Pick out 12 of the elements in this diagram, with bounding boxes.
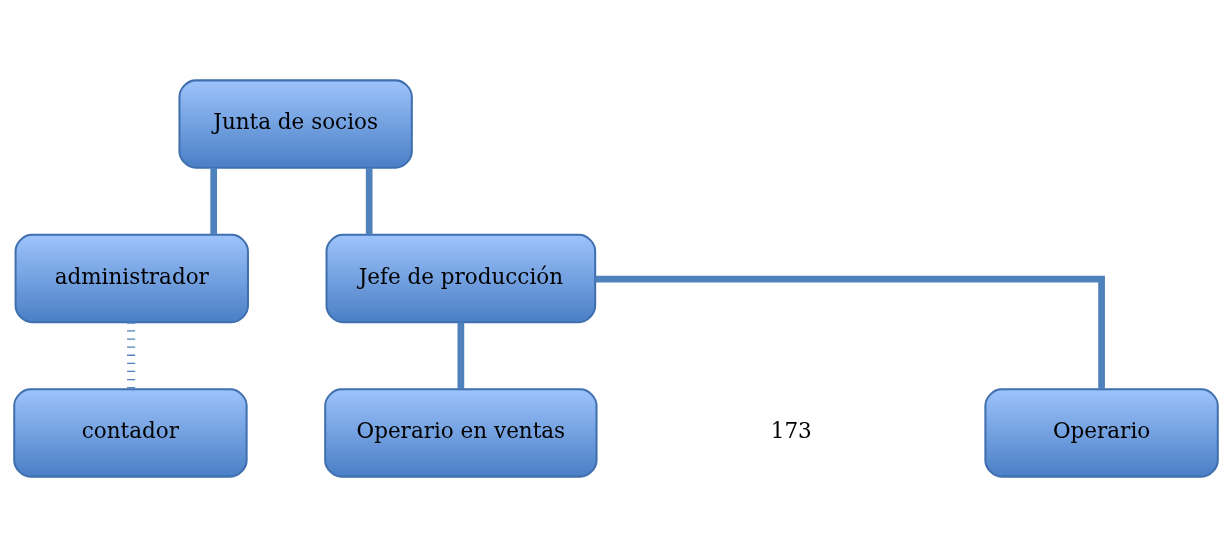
connector [210, 167, 218, 235]
connector [127, 322, 136, 389]
connector [595, 275, 1105, 390]
connector [457, 322, 465, 389]
node-box: Jefe de producción [325, 233, 597, 324]
node-box: Operario [984, 388, 1219, 478]
node-box: contador [13, 388, 248, 478]
node-box: Operario en ventas [324, 388, 598, 478]
node-box: administrador [14, 233, 249, 324]
connector [365, 167, 373, 235]
label: 173 [770, 418, 812, 444]
node-box: Junta de socios [178, 79, 413, 169]
